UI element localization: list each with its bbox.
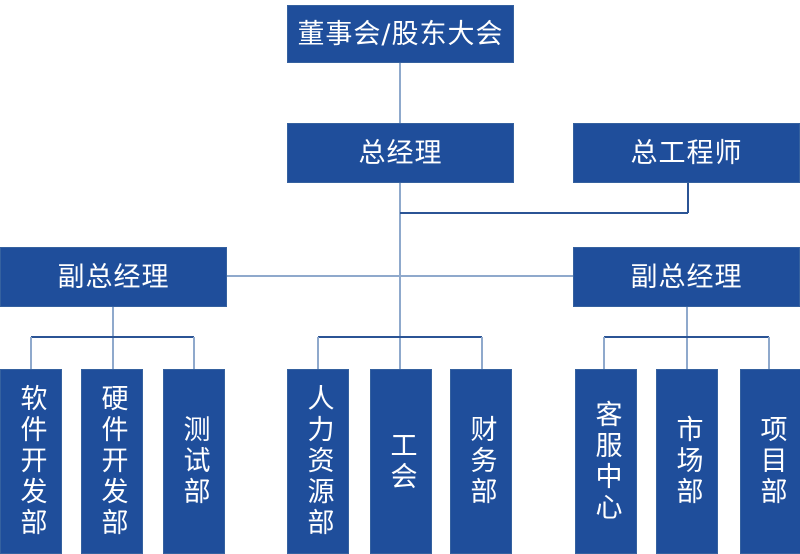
node-label-project-dept: 项目部 bbox=[755, 415, 787, 508]
node-deputy-gm-right[interactable]: 副总经理 bbox=[573, 247, 800, 307]
connector-deputy-crossbar bbox=[227, 275, 573, 277]
node-finance-dept[interactable]: 财务部 bbox=[450, 369, 512, 554]
node-general-manager[interactable]: 总经理 bbox=[287, 123, 514, 183]
node-testing-dept[interactable]: 测试部 bbox=[163, 369, 225, 554]
node-label-general-manager: 总经理 bbox=[358, 137, 443, 169]
node-label-deputy-gm-right: 副总经理 bbox=[630, 261, 743, 293]
connector-mid-stub-1 bbox=[317, 337, 319, 369]
node-labor-union[interactable]: 工会 bbox=[370, 369, 432, 554]
node-marketing-dept[interactable]: 市场部 bbox=[656, 369, 718, 554]
connector-deputy-right-down bbox=[686, 307, 688, 369]
node-label-board: 董事会/股东大会 bbox=[297, 18, 504, 50]
node-label-hr-dept: 人力资源部 bbox=[302, 384, 334, 539]
node-label-finance-dept: 财务部 bbox=[465, 415, 497, 508]
node-label-deputy-gm-left: 副总经理 bbox=[57, 261, 170, 293]
node-label-labor-union: 工会 bbox=[385, 430, 417, 493]
node-label-customer-service-center: 客服中心 bbox=[590, 399, 622, 524]
node-project-dept[interactable]: 项目部 bbox=[740, 369, 800, 554]
node-software-dev-dept[interactable]: 软件开发部 bbox=[0, 369, 62, 554]
connector-ce-riser bbox=[687, 183, 689, 213]
node-label-marketing-dept: 市场部 bbox=[671, 415, 703, 508]
node-label-software-dev-dept: 软件开发部 bbox=[15, 384, 47, 539]
node-customer-service-center[interactable]: 客服中心 bbox=[575, 369, 637, 554]
node-label-hardware-dev-dept: 硬件开发部 bbox=[96, 384, 128, 539]
connector-deputy-left-down bbox=[112, 307, 114, 369]
node-board[interactable]: 董事会/股东大会 bbox=[287, 5, 514, 63]
connector-mid-stub-3 bbox=[481, 337, 483, 369]
node-chief-engineer[interactable]: 总工程师 bbox=[573, 123, 800, 183]
connector-mid-group-crossbar bbox=[318, 336, 482, 338]
connector-gm-to-ce-horizontal bbox=[400, 212, 688, 214]
node-deputy-gm-left[interactable]: 副总经理 bbox=[0, 247, 227, 307]
connector-left-stub-3 bbox=[193, 337, 195, 369]
node-hr-dept[interactable]: 人力资源部 bbox=[287, 369, 349, 554]
connector-right-stub-3 bbox=[768, 337, 770, 369]
connector-board-to-gm bbox=[399, 63, 401, 123]
connector-left-stub-1 bbox=[30, 337, 32, 369]
node-label-chief-engineer: 总工程师 bbox=[630, 137, 743, 169]
connector-left-group-crossbar bbox=[31, 336, 194, 338]
connector-right-group-crossbar bbox=[604, 336, 769, 338]
connector-right-stub-1 bbox=[603, 337, 605, 369]
node-hardware-dev-dept[interactable]: 硬件开发部 bbox=[81, 369, 143, 554]
node-label-testing-dept: 测试部 bbox=[178, 415, 210, 508]
